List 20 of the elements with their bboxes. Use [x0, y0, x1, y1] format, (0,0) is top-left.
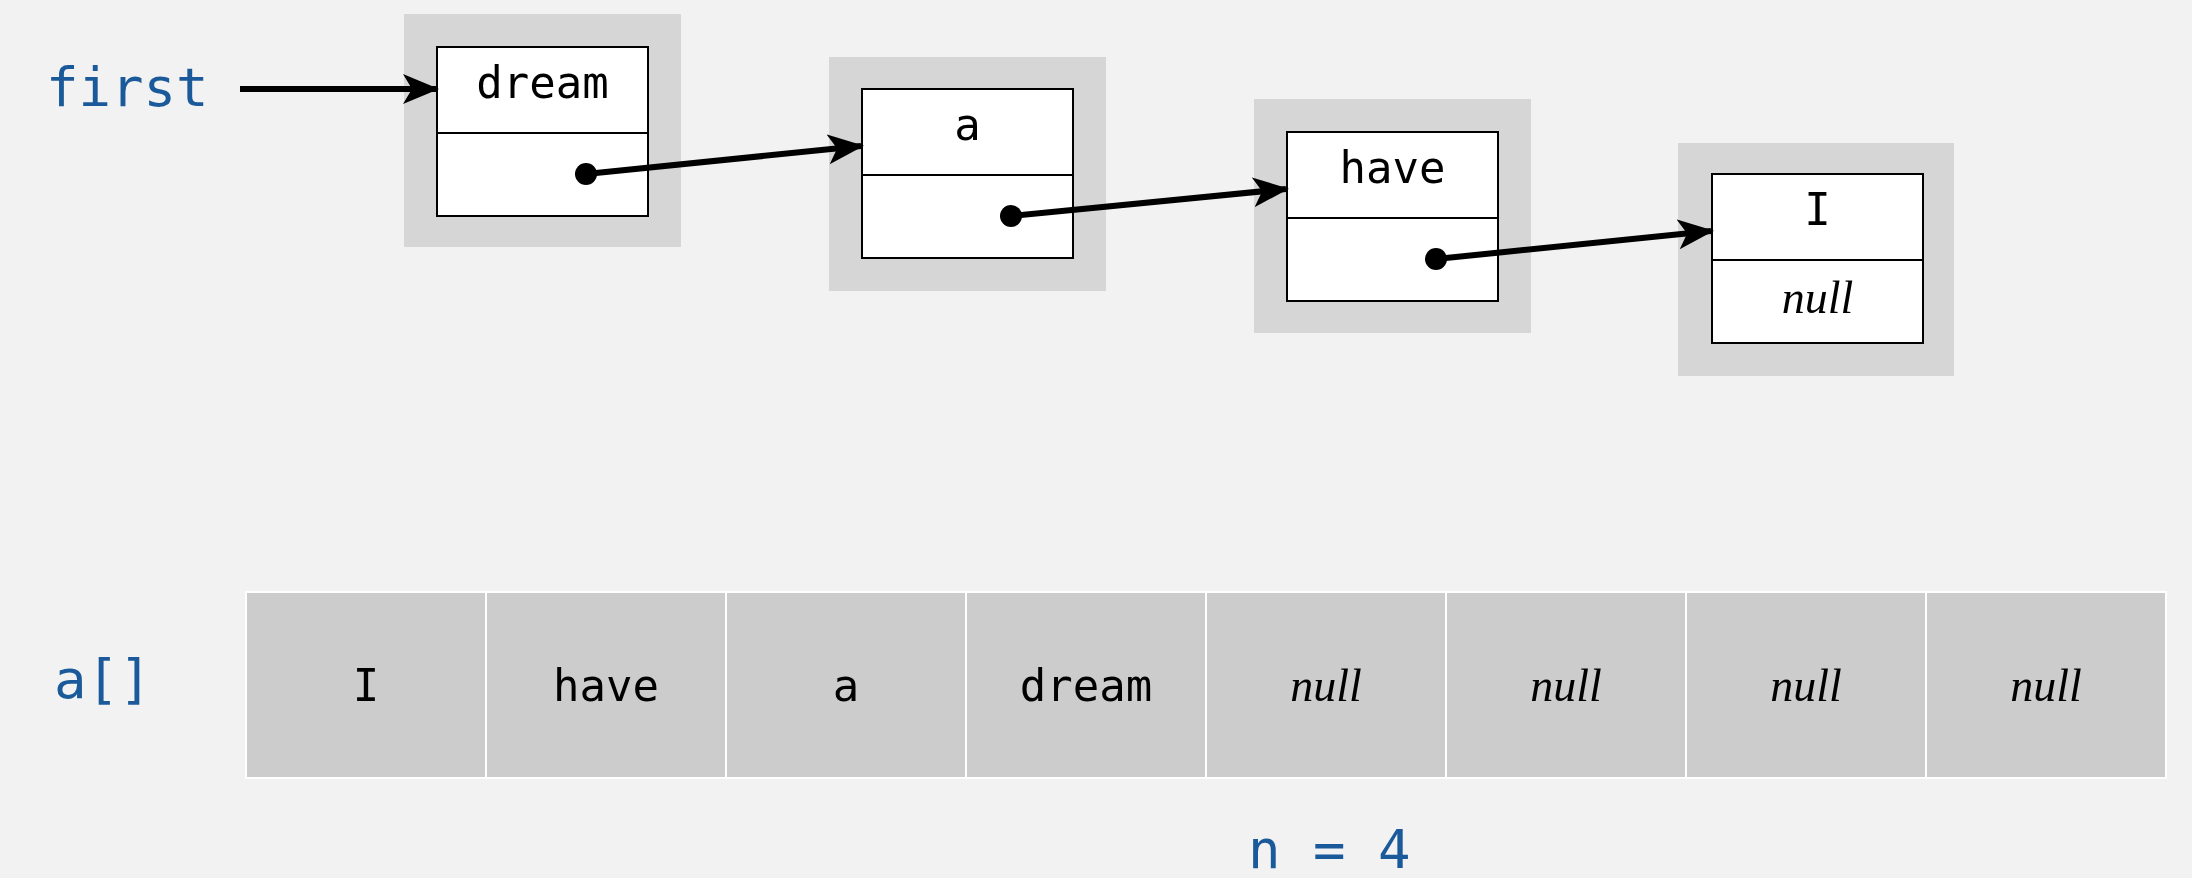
node-value: I — [1804, 183, 1831, 237]
list-node-box — [436, 46, 649, 217]
list-node-box — [861, 88, 1074, 259]
array-cell: a — [725, 591, 967, 779]
array-cell: null — [1205, 591, 1447, 779]
array-cell: null — [1925, 591, 2167, 779]
array-cell: null — [1685, 591, 1927, 779]
pointer-label: first — [46, 58, 209, 118]
null-link: null — [1781, 271, 1854, 325]
node-value: dream — [476, 56, 609, 110]
size-label: n = 4 — [1248, 820, 1411, 878]
list-node-box — [1711, 173, 1924, 344]
node-value: a — [954, 98, 981, 152]
array-cell: I — [245, 591, 487, 779]
array-cell: dream — [965, 591, 1207, 779]
list-node-box — [1286, 131, 1499, 302]
array-name: a[] — [54, 648, 152, 712]
array-cell: null — [1445, 591, 1687, 779]
node-value: have — [1339, 141, 1446, 195]
array-cell: have — [485, 591, 727, 779]
